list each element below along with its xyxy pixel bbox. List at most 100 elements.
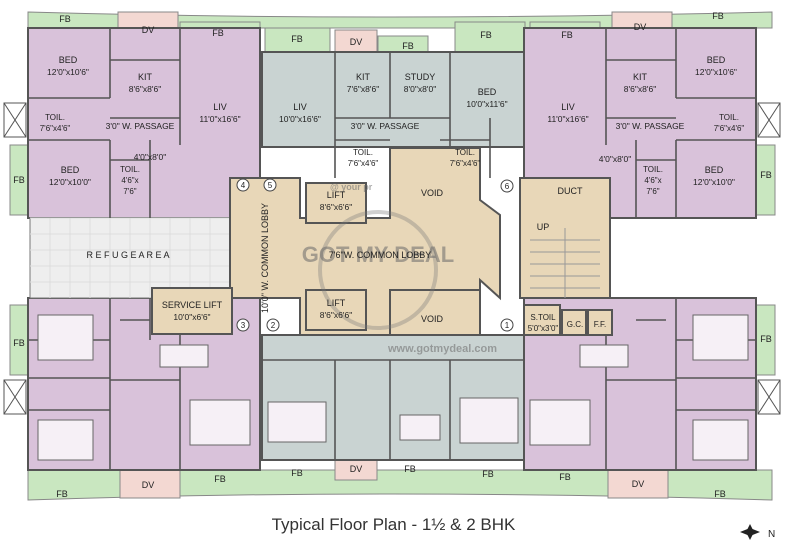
toil-label-r: TOIL. (719, 113, 739, 122)
marker-6 (500, 179, 514, 193)
passage-label-r: 3'0" W. PASSAGE (616, 121, 685, 131)
common-lobby-h: 7'6"W. COMMON LOBBY (329, 250, 431, 260)
room-labels-top-right: BED 12'0"x10'6" KIT 8'6"x8'6" LIV 11'0"x… (547, 55, 744, 196)
gc-label: G.C. (567, 320, 583, 329)
bed-dim-mr: 12'0"x10'0" (693, 177, 735, 187)
unit-top-center (261, 51, 525, 148)
label-fb-b3: FB (291, 468, 303, 478)
kit-label-c: KIT (356, 72, 371, 82)
marker-2 (266, 318, 280, 332)
bottom-balconies (27, 457, 773, 501)
label-fb-b6: FB (559, 472, 571, 482)
label-fb-3: FB (291, 34, 303, 44)
label-fb-b4: FB (404, 464, 416, 474)
marker-1 (500, 318, 514, 332)
room-labels-top-center: LIV 10'0"x16'6" KIT 7'6"x8'6" STUDY 8'0"… (279, 72, 508, 168)
side-balconies (9, 144, 776, 376)
marker-5-text: 5 (268, 181, 273, 190)
compass: N (740, 524, 775, 540)
kit-dim-c: 7'6"x8'6" (347, 84, 379, 94)
marker-4-text: 4 (241, 181, 246, 190)
watermark-url: www.gotmydeal.com (387, 343, 497, 355)
table-bc (399, 414, 441, 441)
watermark-tag: @ your pr (330, 182, 373, 192)
lift-lower (305, 289, 367, 331)
stair-steps (530, 228, 600, 298)
label-dv-1: DV (142, 25, 155, 35)
pass-dim-r: 4'0"x8'0" (599, 154, 631, 164)
liv-dim-l: 11'0"x16'6" (199, 114, 240, 124)
label-fb-left-2: FB (13, 338, 25, 348)
toil-label-l: TOIL. (45, 113, 65, 122)
service-lift-box (151, 287, 233, 335)
bed-dim-tl: 12'0"x10'6" (47, 67, 89, 77)
core (151, 147, 613, 336)
label-fb-b2: FB (214, 474, 226, 484)
label-fb-6: FB (561, 30, 573, 40)
marker-6-text: 6 (505, 182, 510, 191)
kit-label-l: KIT (138, 72, 153, 82)
liv-label-l: LIV (213, 102, 227, 112)
toil-dim-sr1: 4'6"x (644, 176, 661, 185)
label-fb-2: FB (212, 28, 224, 38)
marker-3 (236, 318, 250, 332)
label-fb-left-1: FB (13, 175, 25, 185)
toil-dim-l: 7'6"x4'6" (40, 124, 71, 133)
study-dim: 8'0"x8'0" (404, 84, 436, 94)
service-lift-label: SERVICE LIFT (162, 300, 223, 310)
duct-label: DUCT (558, 186, 583, 196)
study-label: STUDY (405, 72, 436, 82)
bed-dim-ml: 12'0"x10'0" (49, 177, 91, 187)
marker-5 (263, 178, 277, 192)
kit-dim-r: 8'6"x8'6" (624, 84, 656, 94)
ff-box (587, 309, 613, 336)
s-toil-label: S.TOIL (530, 313, 556, 322)
kit-label-r: KIT (633, 72, 648, 82)
lift-label-lower: LIFT (327, 298, 346, 308)
sofa-bl (189, 399, 251, 446)
internal-walls (27, 28, 756, 470)
marker-2-text: 2 (271, 321, 276, 330)
passage-label-c: 3'0" W. PASSAGE (351, 121, 420, 131)
bed-furniture-bl1 (37, 314, 94, 361)
marker-3-text: 3 (241, 321, 246, 330)
gc-box (561, 309, 587, 336)
service-lift-dim: 10'0"x6'6" (173, 312, 210, 322)
bed-label-ml: BED (61, 165, 80, 175)
markers (236, 178, 514, 332)
label-dv-3: DV (634, 22, 647, 32)
sofa-bc2 (459, 397, 519, 444)
plan-title: Typical Floor Plan - 1½ & 2 BHK (271, 515, 516, 534)
liv-label-r: LIV (561, 102, 575, 112)
dining-bl (159, 344, 209, 368)
bed-label-tr: BED (707, 55, 726, 65)
void-label-lower: VOID (421, 314, 444, 324)
compass-n-label: N (768, 529, 775, 540)
label-dv-b3: DV (632, 479, 645, 489)
label-fb-5: FB (480, 30, 492, 40)
toil-dim-sr2: 7'6" (646, 187, 659, 196)
liv-dim-c: 10'0"x16'6" (279, 114, 321, 124)
core-labels: R E F U G E A R E A LIFT 8'6"x6'6" LIFT … (86, 186, 606, 333)
label-fb-1: FB (59, 14, 71, 24)
common-lobby-v: 10'0" W. COMMON LOBBY (260, 203, 270, 313)
label-dv-2: DV (350, 37, 363, 47)
lift-dim-lower: 8'6"x6'6" (320, 310, 352, 320)
toil-label-c2: TOIL. (455, 148, 475, 157)
watermark-brand: GOT MY DEAL (302, 242, 454, 267)
bed-label-c: BED (478, 87, 497, 97)
toil-label-c1: TOIL. (353, 148, 373, 157)
toil-dim-c1: 7'6"x4'6" (348, 159, 379, 168)
liv-dim-r: 11'0"x16'6" (547, 114, 588, 124)
kit-dim-l: 8'6"x8'6" (129, 84, 161, 94)
refuge-label: R E F U G E A R E A (86, 250, 169, 260)
lift-label-upper: LIFT (327, 190, 346, 200)
bed-dim-c: 10'0"x11'6" (466, 99, 507, 109)
toil-dim-sl2: 7'6" (123, 187, 136, 196)
toil-label-sl: TOIL. (120, 165, 140, 174)
balcony-labels: FB DV FB FB DV FB FB FB DV FB FB FB FB F… (13, 11, 772, 499)
label-fb-b5: FB (482, 469, 494, 479)
bottom-balcony-strip (27, 469, 773, 501)
toil-dim-c2: 7'6"x4'6" (450, 159, 481, 168)
